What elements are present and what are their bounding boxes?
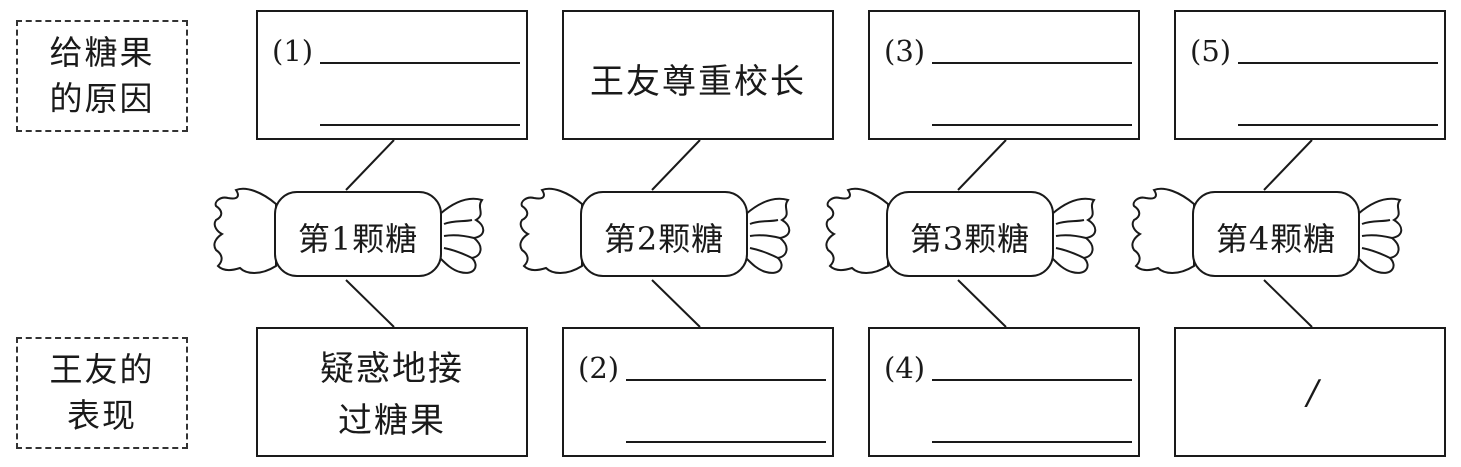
connector-line: [651, 279, 701, 328]
answer-blank-line[interactable]: [932, 441, 1132, 443]
candy-label: 第4颗糖: [1215, 220, 1337, 258]
reason-box-4: (5): [1174, 10, 1446, 140]
answer-blank-line[interactable]: [932, 124, 1132, 126]
candy-wrapper-icon: [519, 187, 791, 277]
reason-text: 王友尊重校长: [590, 62, 806, 102]
candy-2: 第2颗糖: [516, 180, 806, 290]
candy-1: 第1颗糖: [210, 180, 500, 290]
blank-number: (3): [884, 34, 926, 68]
answer-blank-line[interactable]: [1238, 62, 1438, 64]
candy-wrapper-icon: [825, 187, 1097, 277]
behavior-box-4: /: [1174, 327, 1446, 457]
reason-box-1: (1): [256, 10, 528, 140]
behavior-text-line: 疑惑地接: [320, 349, 464, 389]
candy-4: 第4颗糖: [1128, 180, 1418, 290]
blank-number: (4): [884, 351, 926, 385]
behavior-label-line: 表现: [67, 396, 137, 435]
reason-label-line: 的原因: [49, 79, 155, 118]
connector-line: [1263, 139, 1313, 191]
behavior-box-2: (2): [562, 327, 834, 457]
slash-mark: /: [1307, 373, 1319, 413]
connector-line: [345, 279, 395, 328]
answer-blank-line[interactable]: [932, 379, 1132, 381]
answer-blank-line[interactable]: [320, 62, 520, 64]
answer-blank-line[interactable]: [320, 124, 520, 126]
candy-label: 第3颗糖: [909, 220, 1031, 258]
candy-wrapper-icon: [1131, 187, 1403, 277]
behavior-row-label: 王友的 表现: [16, 337, 188, 449]
behavior-text: 疑惑地接 过糖果: [258, 343, 526, 447]
answer-blank-line[interactable]: [626, 441, 826, 443]
connector-line: [345, 139, 395, 191]
blank-number: (1): [272, 34, 314, 68]
reason-box-3: (3): [868, 10, 1140, 140]
behavior-label-line: 王友的: [49, 350, 155, 389]
blank-number: (2): [578, 351, 620, 385]
behavior-box-1: 疑惑地接 过糖果: [256, 327, 528, 457]
blank-number: (5): [1190, 34, 1232, 68]
reason-box-2: 王友尊重校长: [562, 10, 834, 140]
connector-line: [957, 139, 1007, 191]
reason-label-line: 给糖果: [49, 33, 155, 72]
answer-blank-line[interactable]: [932, 62, 1132, 64]
reason-row-label: 给糖果 的原因: [16, 20, 188, 132]
connector-line: [957, 279, 1007, 328]
candy-wrapper-icon: [213, 187, 485, 277]
candy-label: 第2颗糖: [603, 220, 725, 258]
connector-line: [1263, 279, 1313, 328]
candy-label: 第1颗糖: [297, 220, 419, 258]
connector-line: [651, 139, 701, 191]
answer-blank-line[interactable]: [626, 379, 826, 381]
behavior-text-line: 过糖果: [338, 401, 446, 441]
behavior-box-3: (4): [868, 327, 1140, 457]
candy-3: 第3颗糖: [822, 180, 1112, 290]
answer-blank-line[interactable]: [1238, 124, 1438, 126]
